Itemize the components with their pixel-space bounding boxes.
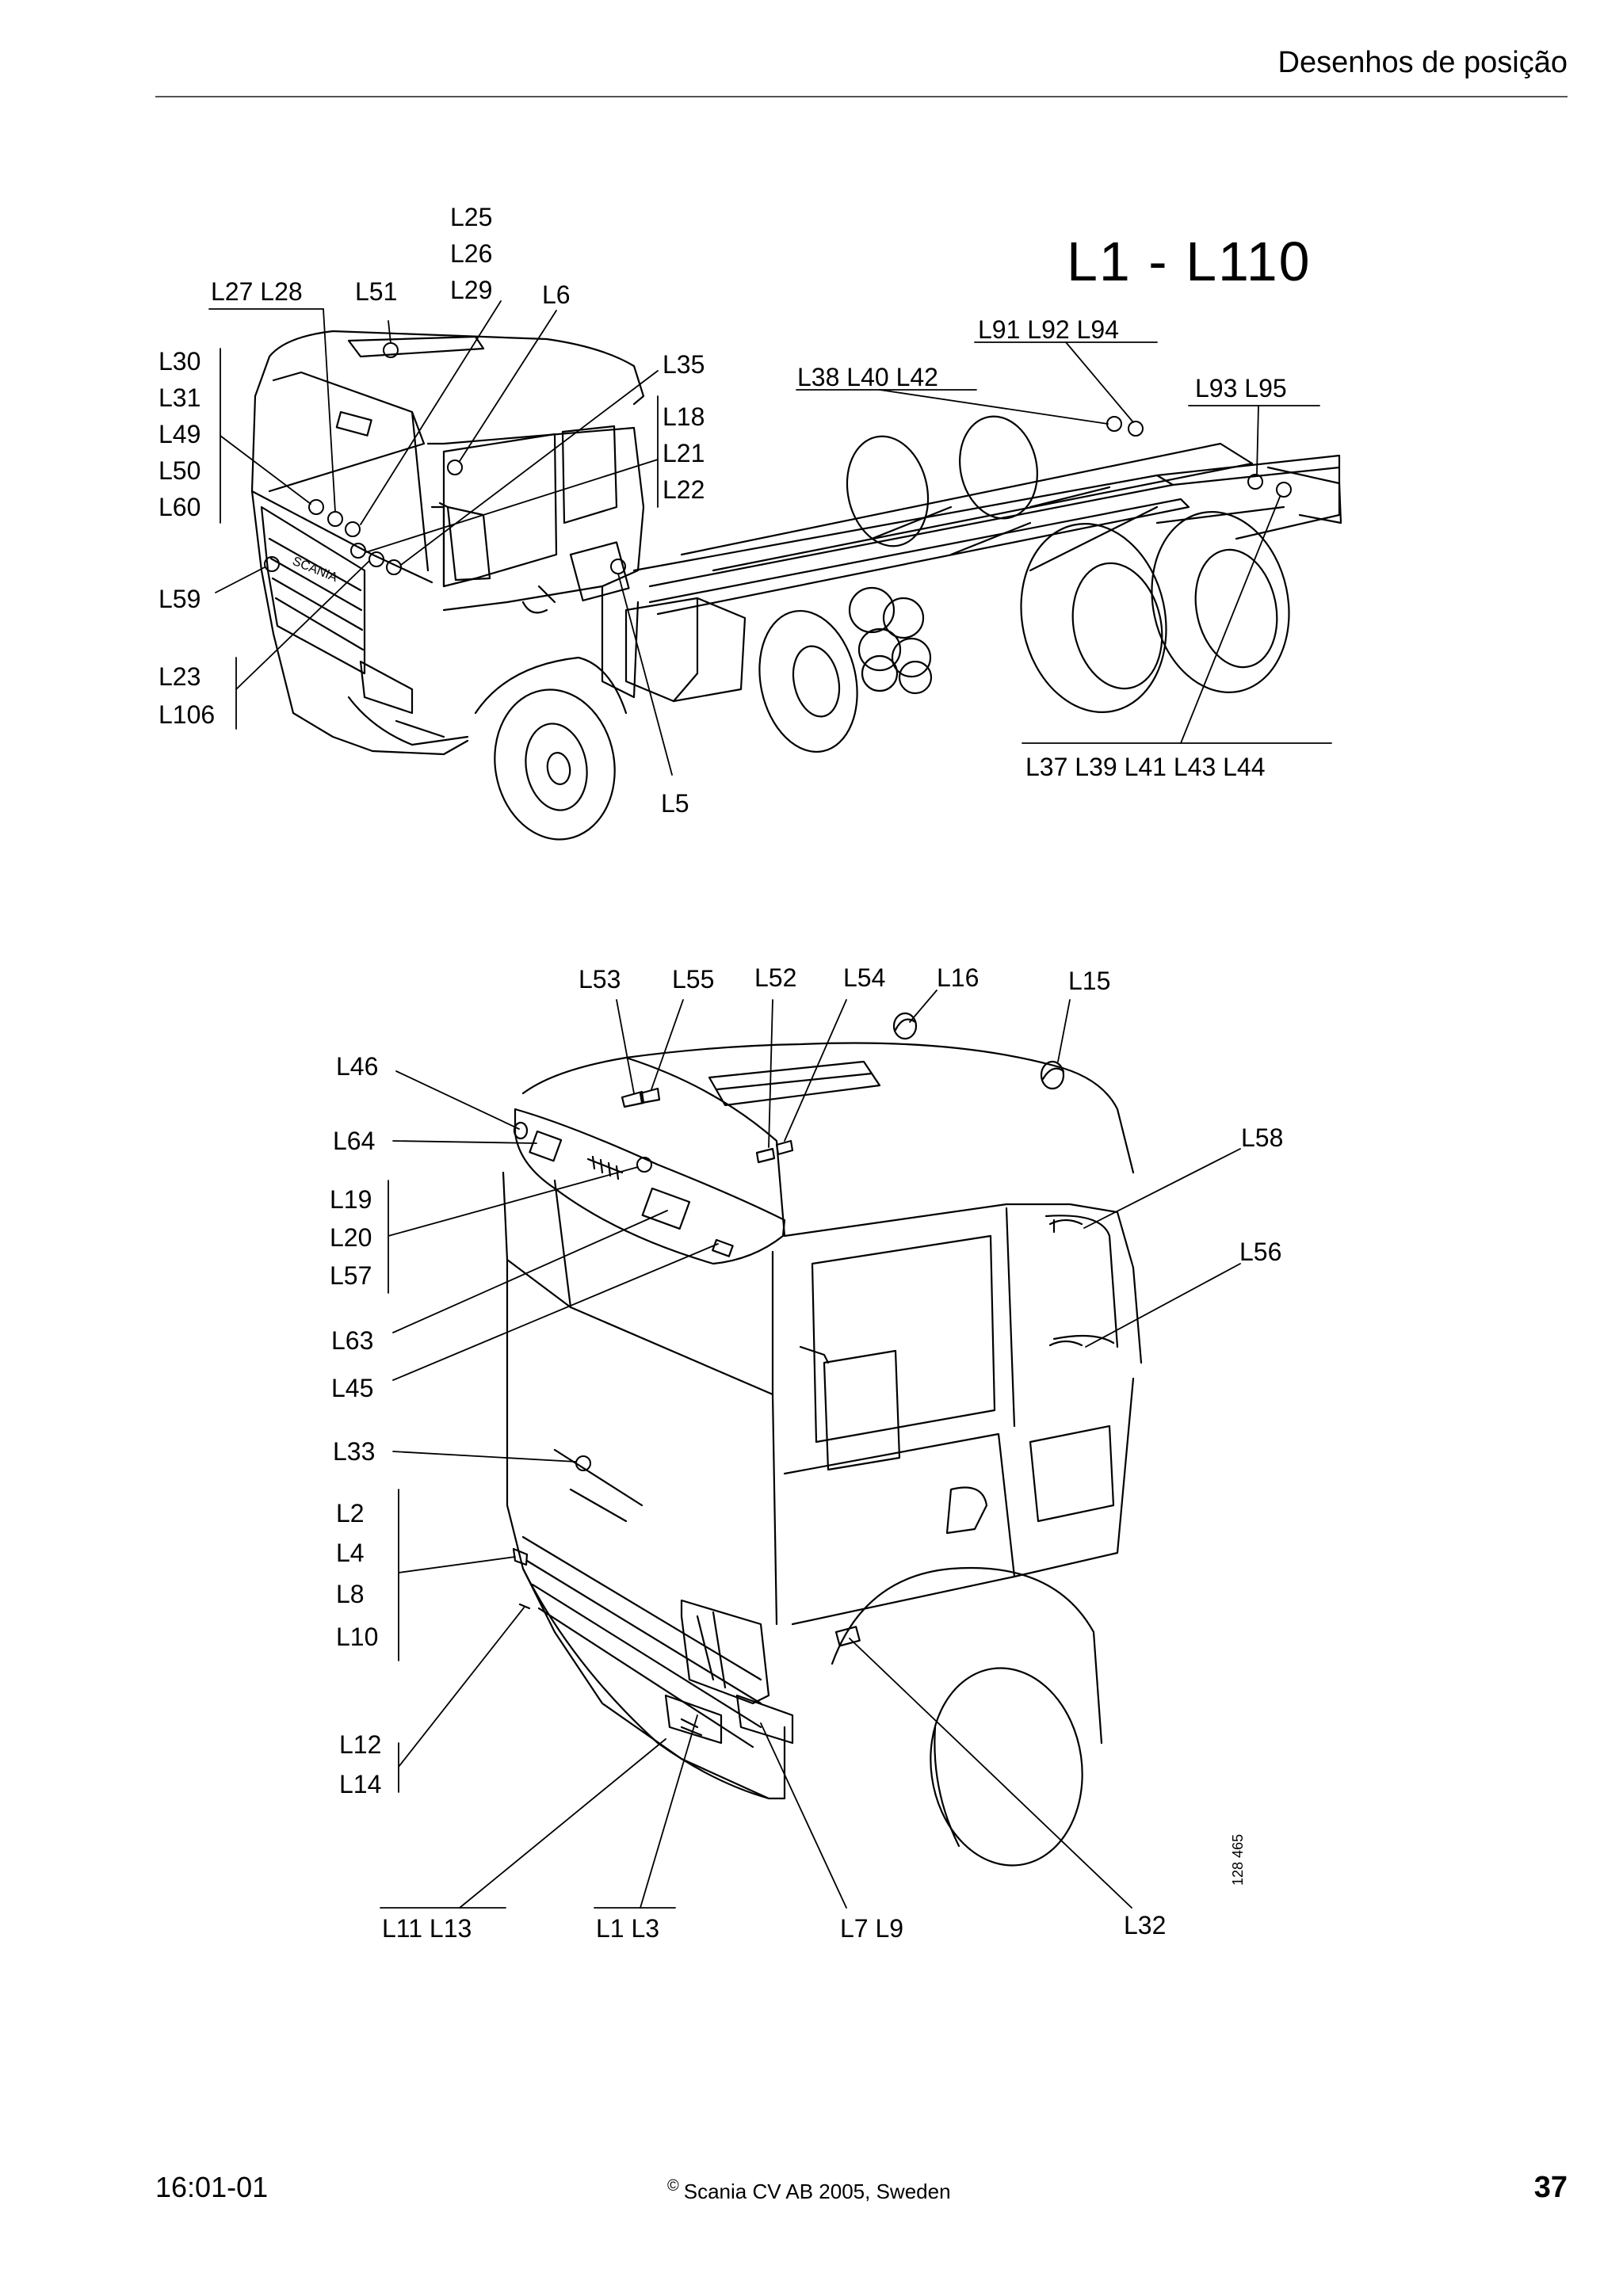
label-l27-l28: L27 L28: [211, 277, 303, 306]
bottom-leader-lines: [380, 990, 1241, 1909]
label-l93-l95: L93 L95: [1195, 374, 1287, 402]
label-l58: L58: [1241, 1123, 1284, 1152]
page-number: 37: [1533, 2171, 1568, 2204]
label-l11-l13: L11 L13: [382, 1914, 472, 1943]
svg-text:SCANIA: SCANIA: [291, 555, 340, 585]
label-l60: L60: [158, 493, 201, 521]
label-l6: L6: [542, 280, 571, 309]
label-l57: L57: [330, 1261, 372, 1290]
label-l23: L23: [158, 662, 201, 691]
label-l7-l9: L7 L9: [840, 1914, 904, 1943]
label-l12: L12: [339, 1730, 382, 1759]
label-l1-l3: L1 L3: [596, 1914, 660, 1943]
label-l46: L46: [336, 1052, 379, 1081]
copyright-text: Scania CV AB 2005, Sweden: [683, 2180, 951, 2203]
label-l53: L53: [579, 965, 621, 994]
label-l8: L8: [336, 1580, 365, 1608]
label-l59: L59: [158, 585, 201, 613]
diagram-title: L1 - L110: [1067, 231, 1312, 292]
label-l21: L21: [663, 439, 705, 467]
label-l52: L52: [754, 963, 797, 992]
label-l33: L33: [333, 1437, 376, 1466]
label-l35: L35: [663, 350, 705, 379]
label-l22: L22: [663, 475, 705, 504]
label-l51: L51: [355, 277, 398, 306]
label-l19: L19: [330, 1185, 372, 1214]
top-leader-lines: [208, 300, 1332, 776]
label-l50: L50: [158, 456, 201, 485]
label-l32: L32: [1124, 1911, 1167, 1939]
label-l16: L16: [937, 963, 980, 992]
label-l45: L45: [331, 1374, 374, 1402]
top-marker-circles: [264, 342, 1292, 575]
label-l2: L2: [336, 1499, 365, 1527]
label-l5: L5: [661, 789, 689, 818]
label-l20: L20: [330, 1223, 372, 1252]
label-l55: L55: [672, 965, 715, 994]
image-code: 128 465: [1230, 1833, 1246, 1886]
label-l15: L15: [1068, 967, 1111, 995]
label-l63: L63: [331, 1326, 374, 1355]
label-l56: L56: [1239, 1238, 1282, 1266]
label-l30: L30: [158, 347, 201, 376]
label-l64: L64: [333, 1127, 376, 1155]
label-l54: L54: [843, 963, 886, 992]
label-l91-l92-l94: L91 L92 L94: [978, 315, 1119, 344]
copyright-symbol: ©: [667, 2177, 679, 2195]
label-l38-l40-l42: L38 L40 L42: [797, 363, 938, 391]
label-l26: L26: [450, 239, 493, 268]
copyright-notice: ©Scania CV AB 2005, Sweden: [667, 2177, 951, 2204]
bottom-marker-circles: [575, 1157, 652, 1471]
label-l14: L14: [339, 1770, 382, 1798]
label-l25: L25: [450, 203, 493, 231]
label-l29: L29: [450, 276, 493, 304]
label-l18: L18: [663, 402, 705, 431]
label-l10: L10: [336, 1623, 379, 1651]
cab-front-drawing: [502, 1012, 1143, 1867]
label-l37-group: L37 L39 L41 L43 L44: [1025, 753, 1266, 781]
page-header-title: Desenhos de posição: [1277, 46, 1568, 79]
header-divider: [155, 96, 1568, 97]
label-l4: L4: [336, 1539, 365, 1567]
label-l106: L106: [158, 700, 216, 729]
label-l31: L31: [158, 383, 201, 412]
label-l49: L49: [158, 420, 201, 448]
document-code: 16:01-01: [155, 2171, 269, 2203]
